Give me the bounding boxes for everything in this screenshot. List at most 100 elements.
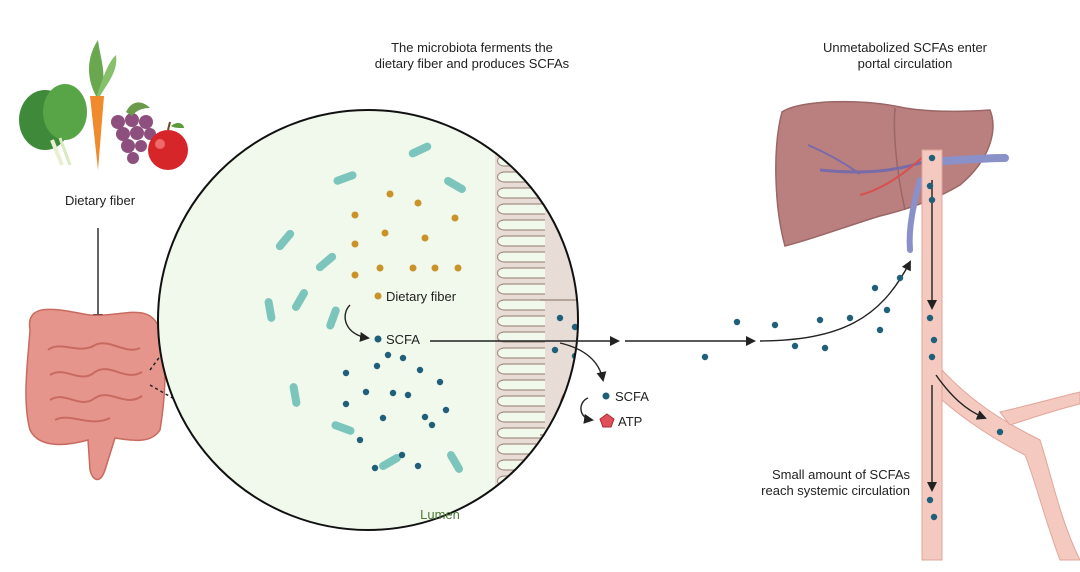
fiber-dot bbox=[409, 264, 417, 272]
legend-fiber-dot bbox=[374, 292, 382, 300]
scfa-dot bbox=[379, 414, 387, 422]
fiber-dot bbox=[454, 264, 462, 272]
scfa-dot bbox=[384, 351, 392, 359]
scfa-dot bbox=[389, 389, 397, 397]
villus bbox=[496, 203, 545, 215]
bacterium-icon bbox=[444, 177, 466, 193]
scfa-dot bbox=[930, 336, 938, 344]
villus bbox=[496, 443, 545, 455]
legend-scfa-dot bbox=[374, 335, 382, 343]
systemic-title-line2: reach systemic circulation bbox=[761, 483, 910, 498]
intestine-icon bbox=[25, 308, 166, 481]
villus bbox=[496, 523, 545, 530]
scfa-dot bbox=[342, 369, 350, 377]
scfa-dot bbox=[647, 317, 653, 323]
villus bbox=[496, 299, 545, 311]
scfa-dot bbox=[404, 391, 412, 399]
scfa-dot bbox=[846, 314, 854, 322]
scfa-dot bbox=[771, 321, 779, 329]
portal-title-line2: portal circulation bbox=[857, 56, 953, 71]
bacterium-icon bbox=[292, 289, 308, 311]
scfa-dot bbox=[362, 388, 370, 396]
nucleus bbox=[626, 328, 690, 392]
vessel-branch-arrow bbox=[935, 374, 987, 420]
villus bbox=[496, 123, 545, 135]
fiber-dot bbox=[386, 190, 394, 198]
side-branch-vessel bbox=[999, 391, 1080, 426]
villus bbox=[496, 110, 545, 119]
scfa-dot bbox=[871, 284, 879, 292]
villus bbox=[496, 379, 545, 391]
bacterium-icon bbox=[331, 421, 355, 435]
villus bbox=[496, 251, 545, 263]
scfa-atp-arrow bbox=[580, 397, 594, 424]
scfa-dot bbox=[996, 428, 1004, 436]
villus bbox=[496, 331, 545, 343]
dietary-fiber-label: Dietary fiber bbox=[64, 193, 136, 208]
portal-title-line1: Unmetabolized SCFAs enter bbox=[822, 40, 988, 55]
villus bbox=[496, 235, 545, 247]
scfa-dot bbox=[791, 342, 799, 350]
bacteria-group bbox=[264, 142, 466, 473]
fiber-dot bbox=[351, 211, 359, 219]
villus bbox=[496, 411, 545, 423]
scfa-dot bbox=[930, 513, 938, 521]
villus bbox=[496, 395, 545, 407]
villus bbox=[496, 139, 545, 151]
scfa-dot bbox=[442, 406, 450, 414]
scfa-dot bbox=[928, 353, 936, 361]
villus bbox=[496, 219, 545, 231]
zoom-circle-outline bbox=[157, 109, 579, 531]
scfa-dot bbox=[926, 496, 934, 504]
scfa-dot bbox=[416, 366, 424, 374]
fiber-dot bbox=[414, 199, 422, 207]
ferment-title-line1: The microbiota ferments the bbox=[391, 40, 553, 55]
fiber-dot bbox=[351, 240, 359, 248]
scfa-dot bbox=[551, 346, 559, 354]
villus bbox=[498, 92, 546, 102]
scfa-dot bbox=[571, 323, 578, 331]
scfa-dot bbox=[816, 316, 824, 324]
scfa-dot bbox=[926, 182, 934, 190]
cell-scfa-dot bbox=[602, 392, 610, 400]
lumen-label: Lumen bbox=[420, 507, 460, 522]
systemic-title-line1: Small amount of SCFAs bbox=[772, 467, 910, 482]
scfa-dot bbox=[436, 378, 444, 386]
fiber-dot bbox=[381, 229, 389, 237]
scfa-dot bbox=[556, 314, 564, 322]
bacterium-icon bbox=[289, 383, 301, 407]
scfa-dot bbox=[428, 421, 436, 429]
scfa-dot bbox=[373, 362, 381, 370]
villus bbox=[496, 427, 545, 439]
scfa-dot bbox=[677, 325, 683, 331]
scfa-dot bbox=[371, 464, 379, 472]
bacterium-icon bbox=[275, 229, 295, 251]
villus bbox=[496, 363, 545, 375]
bacterium-icon bbox=[379, 454, 401, 470]
scfa-dot bbox=[926, 314, 934, 322]
scfa-dot bbox=[615, 315, 621, 321]
portal-arrow bbox=[759, 260, 911, 342]
scfa-dot bbox=[602, 359, 608, 365]
scfa-dots-portal bbox=[701, 274, 904, 361]
atp-pentagon-icon bbox=[599, 413, 615, 428]
bacterium-icon bbox=[264, 298, 276, 322]
villus bbox=[496, 475, 545, 487]
scfa-dot bbox=[414, 462, 422, 470]
fiber-dot bbox=[376, 264, 384, 272]
villus bbox=[496, 507, 545, 519]
scfa-dot bbox=[876, 326, 884, 334]
scfa-dots-vessel bbox=[926, 154, 1004, 521]
bacterium-icon bbox=[315, 252, 337, 272]
bacterium-icon bbox=[408, 142, 432, 158]
scfa-dot bbox=[701, 353, 709, 361]
villus bbox=[496, 267, 545, 279]
villus bbox=[496, 347, 545, 359]
zoom-circle bbox=[158, 92, 690, 530]
scfa-cell-arrow bbox=[559, 342, 607, 382]
scfa-dot bbox=[398, 451, 406, 459]
scfa-dot bbox=[399, 354, 407, 362]
fiber-dot bbox=[431, 264, 439, 272]
scfa-dot bbox=[928, 196, 936, 204]
